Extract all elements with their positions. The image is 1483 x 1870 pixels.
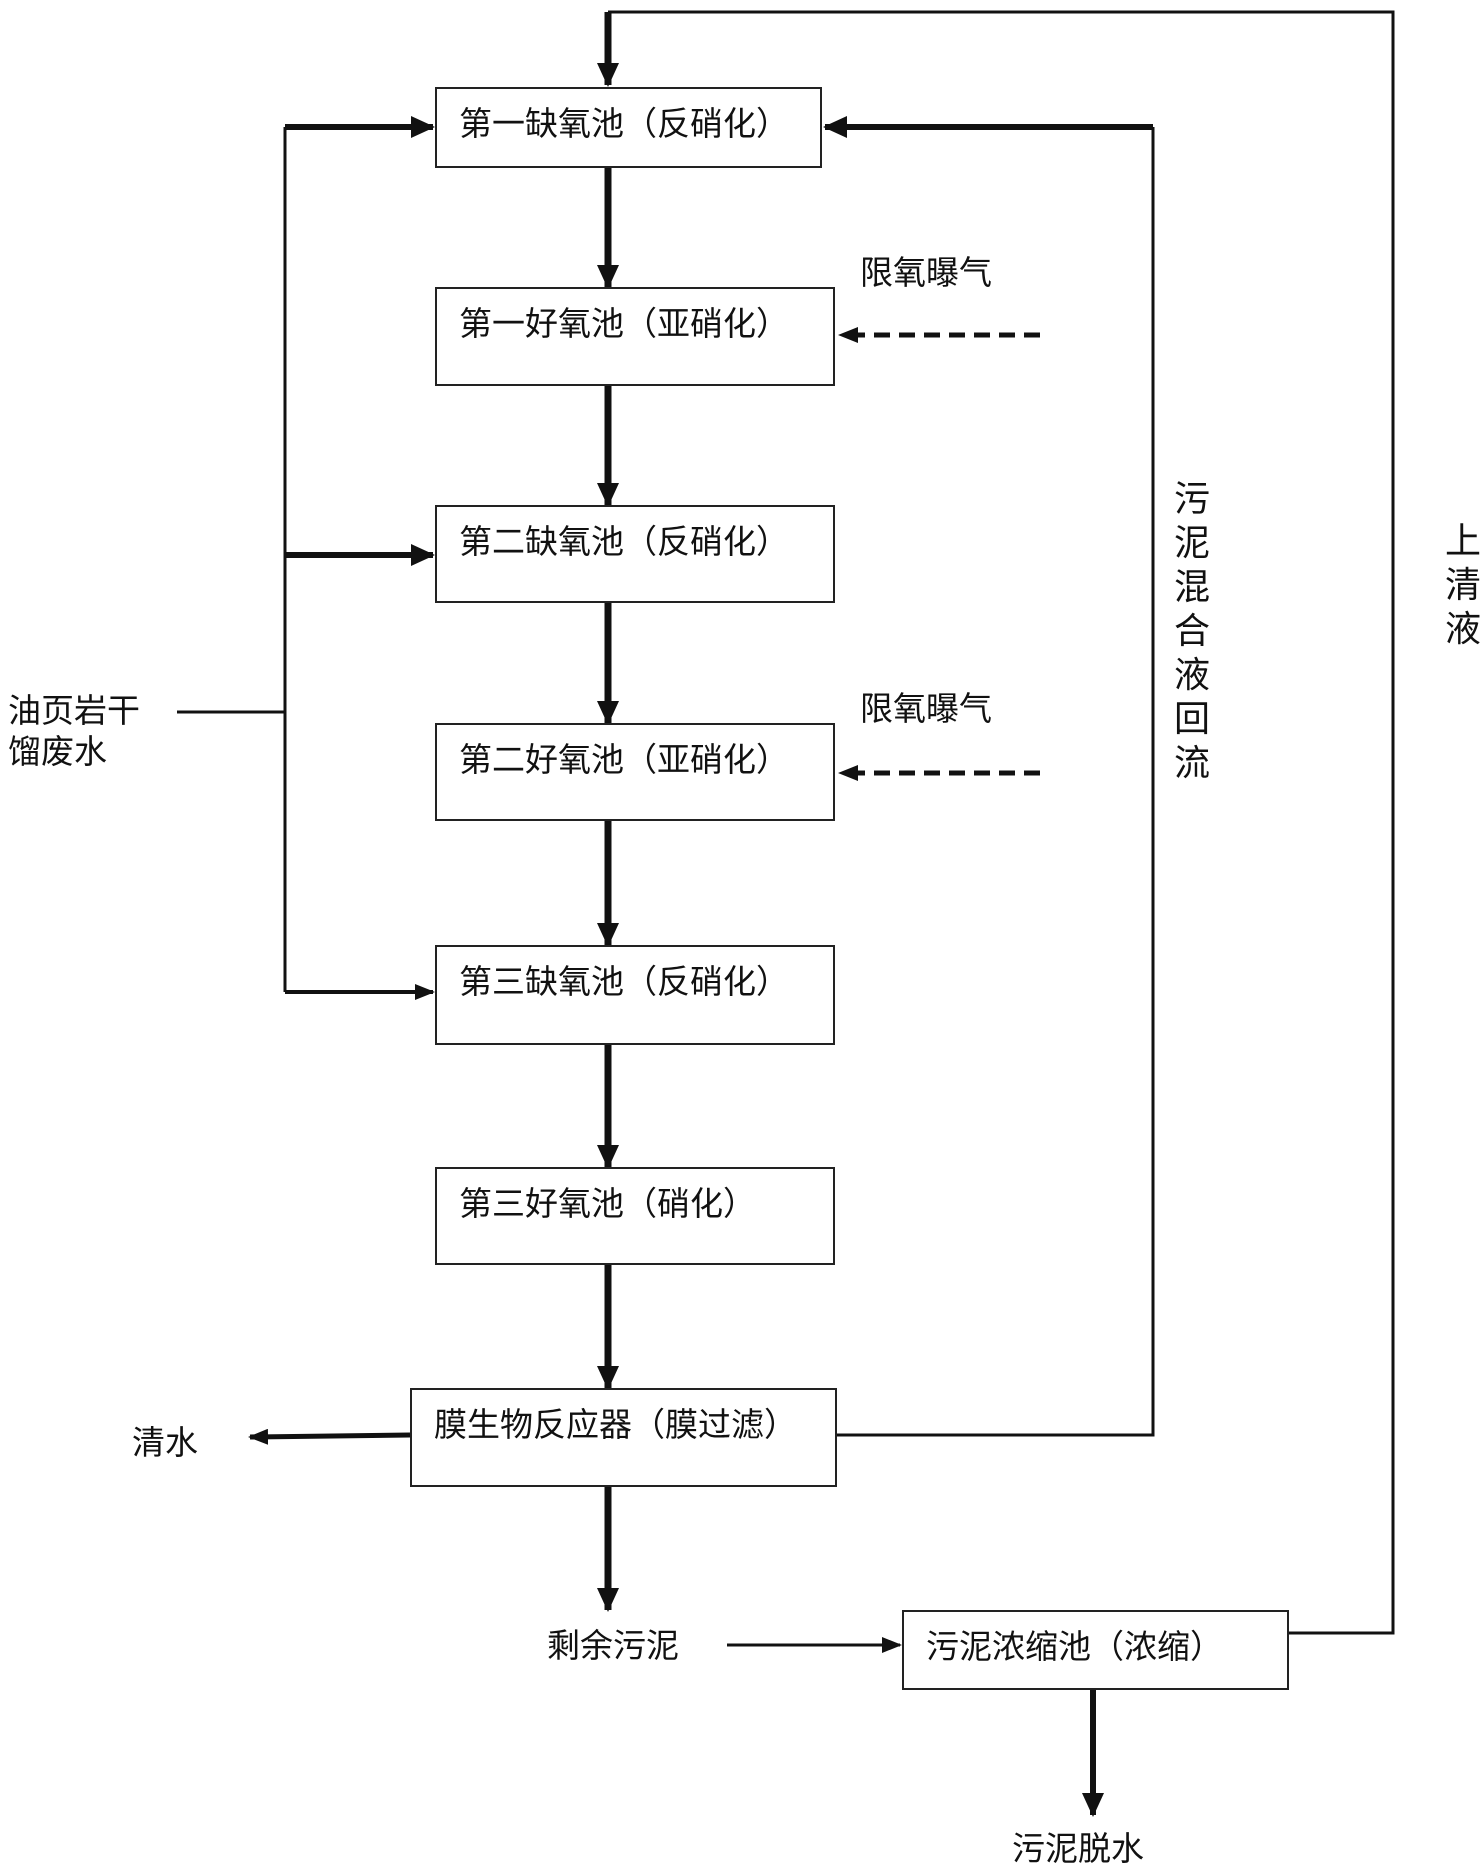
- tank-anoxic-3: 第三缺氧池（反硝化）: [435, 945, 835, 1045]
- tank-aerobic-1: 第一好氧池（亚硝化）: [435, 287, 835, 386]
- mbr-reactor: 膜生物反应器（膜过滤）: [410, 1388, 837, 1487]
- clean-water-arrow: [248, 1428, 411, 1445]
- tank-anoxic-2: 第二缺氧池（反硝化）: [435, 505, 835, 603]
- tank-aerobic-2: 第二好氧池（亚硝化）: [435, 723, 835, 821]
- tank-aerobic-3: 第三好氧池（硝化）: [435, 1167, 835, 1265]
- clean-water-label: 清水: [132, 1423, 198, 1462]
- influent-label-line2: 馏废水: [8, 732, 107, 772]
- influent-label-line1: 油页岩干: [8, 691, 140, 730]
- tank-anoxic-1: 第一缺氧池（反硝化）: [435, 87, 822, 168]
- aeration-label-1: 限氧曝气: [860, 253, 992, 292]
- return-line: [836, 127, 1155, 1437]
- mixed-liquor-return-label: 污泥混合液回流: [1173, 479, 1210, 784]
- influent-label: 油页岩干 馏废水: [8, 690, 140, 773]
- sludge-thickener: 污泥浓缩池（浓缩）: [902, 1610, 1289, 1690]
- aeration-label-2: 限氧曝气: [860, 689, 992, 728]
- sludge-dewatering-label: 污泥脱水: [1012, 1829, 1144, 1868]
- supernatant-line: [608, 10, 1395, 1635]
- supernatant-label: 上清液: [1444, 521, 1481, 650]
- excess-sludge-label: 剩余污泥: [547, 1626, 679, 1665]
